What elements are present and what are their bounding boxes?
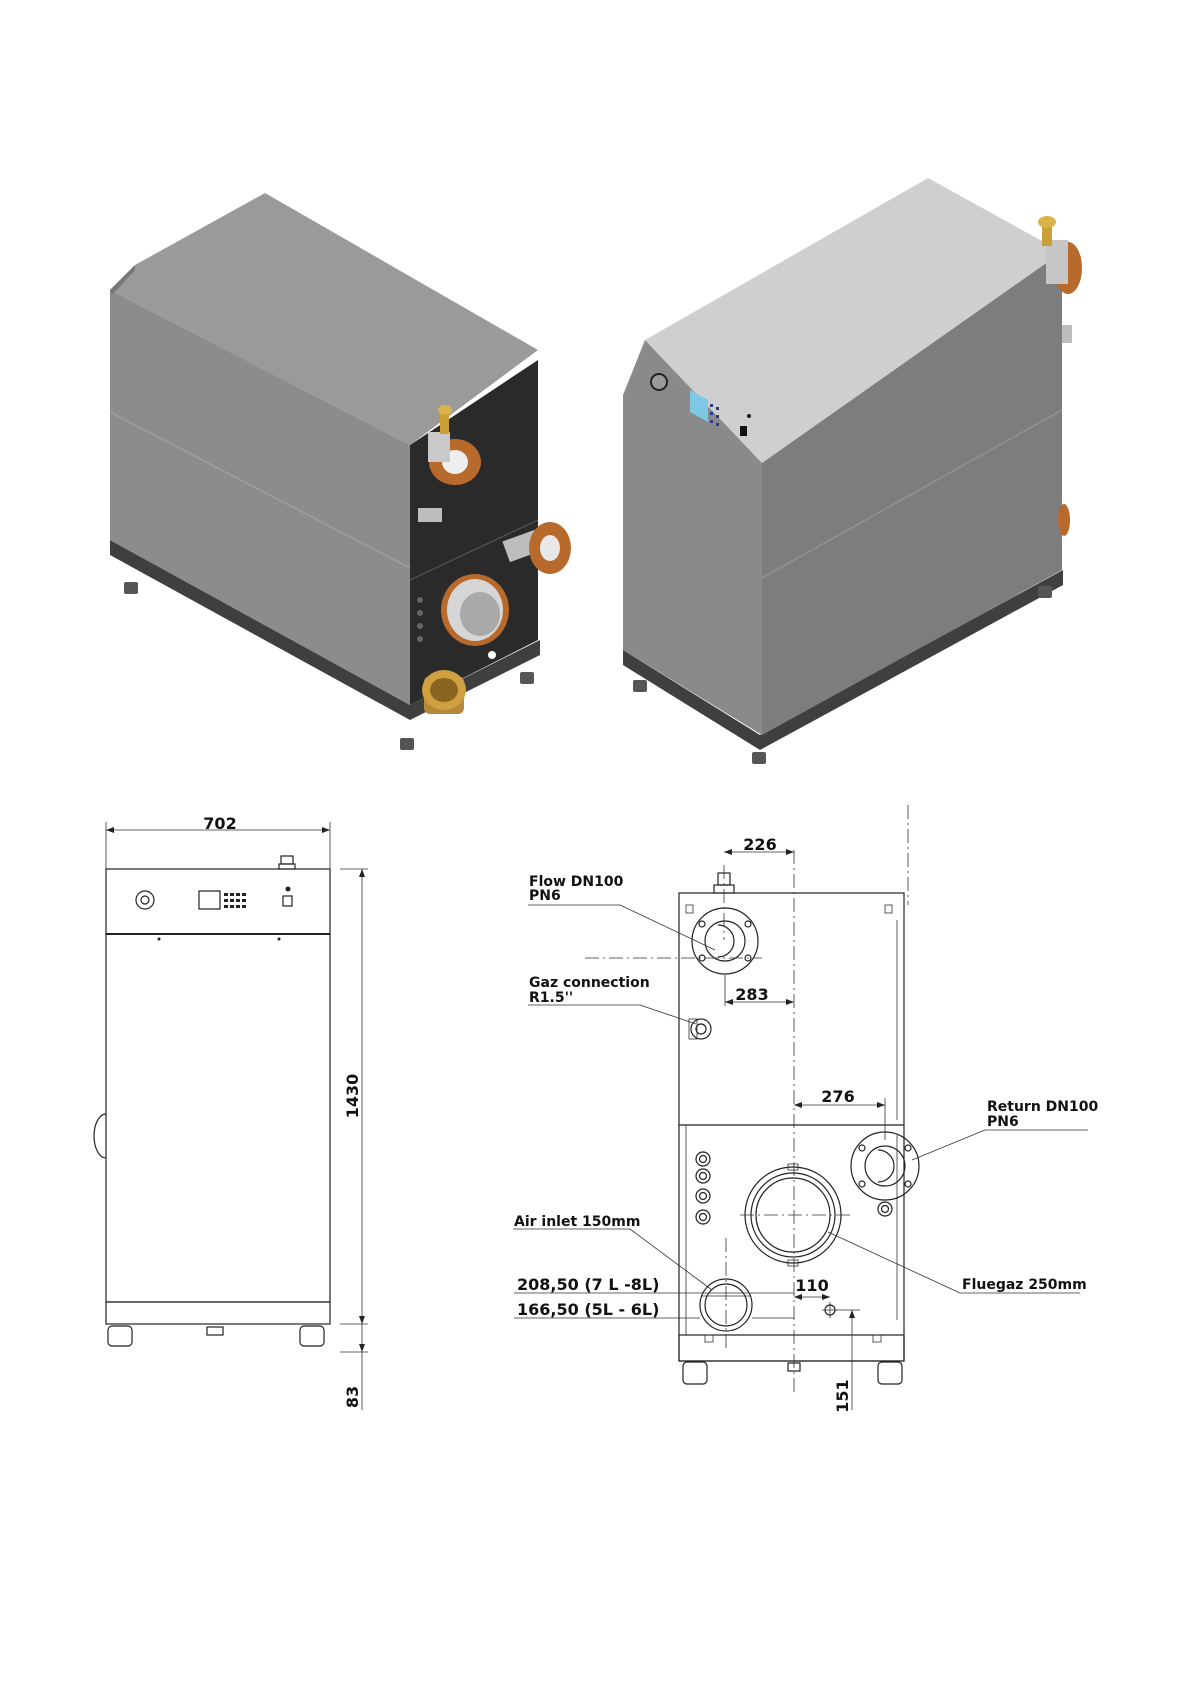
base-height-dimension: 83 [343, 1386, 362, 1408]
control-keypad-icon [224, 893, 246, 908]
dimension-151: 151 [833, 1379, 852, 1412]
dimension-283: 283 [735, 985, 768, 1004]
boiler-rear-isometric [110, 193, 571, 750]
dimension-226: 226 [743, 835, 776, 854]
dimension-276: 276 [821, 1087, 854, 1106]
rear-elevation-drawing: 226 283 276 [513, 805, 1099, 1413]
air-inlet-height-7-8l: 208,50 (7 L -8L) [517, 1275, 659, 1294]
front-height-dimension: 1430 [343, 1074, 362, 1119]
air-inlet-height-5-6l: 166,50 (5L - 6L) [517, 1300, 659, 1319]
power-switch-icon [286, 887, 291, 892]
fluegas-label: Fluegaz 250mm [962, 1277, 1087, 1293]
return-label: Return DN100 [987, 1099, 1099, 1115]
gas-thread-label: R1.5'' [529, 990, 573, 1006]
dimension-110: 110 [795, 1276, 828, 1295]
front-width-dimension: 702 [203, 814, 236, 833]
air-inlet-label: Air inlet 150mm [514, 1214, 640, 1230]
return-pressure-label: PN6 [987, 1114, 1019, 1130]
boiler-front-isometric [623, 178, 1082, 764]
gas-connection-label: Gaz connection [529, 975, 650, 991]
front-elevation-drawing: 702 [94, 814, 368, 1410]
flow-pressure-label: PN6 [529, 888, 561, 904]
